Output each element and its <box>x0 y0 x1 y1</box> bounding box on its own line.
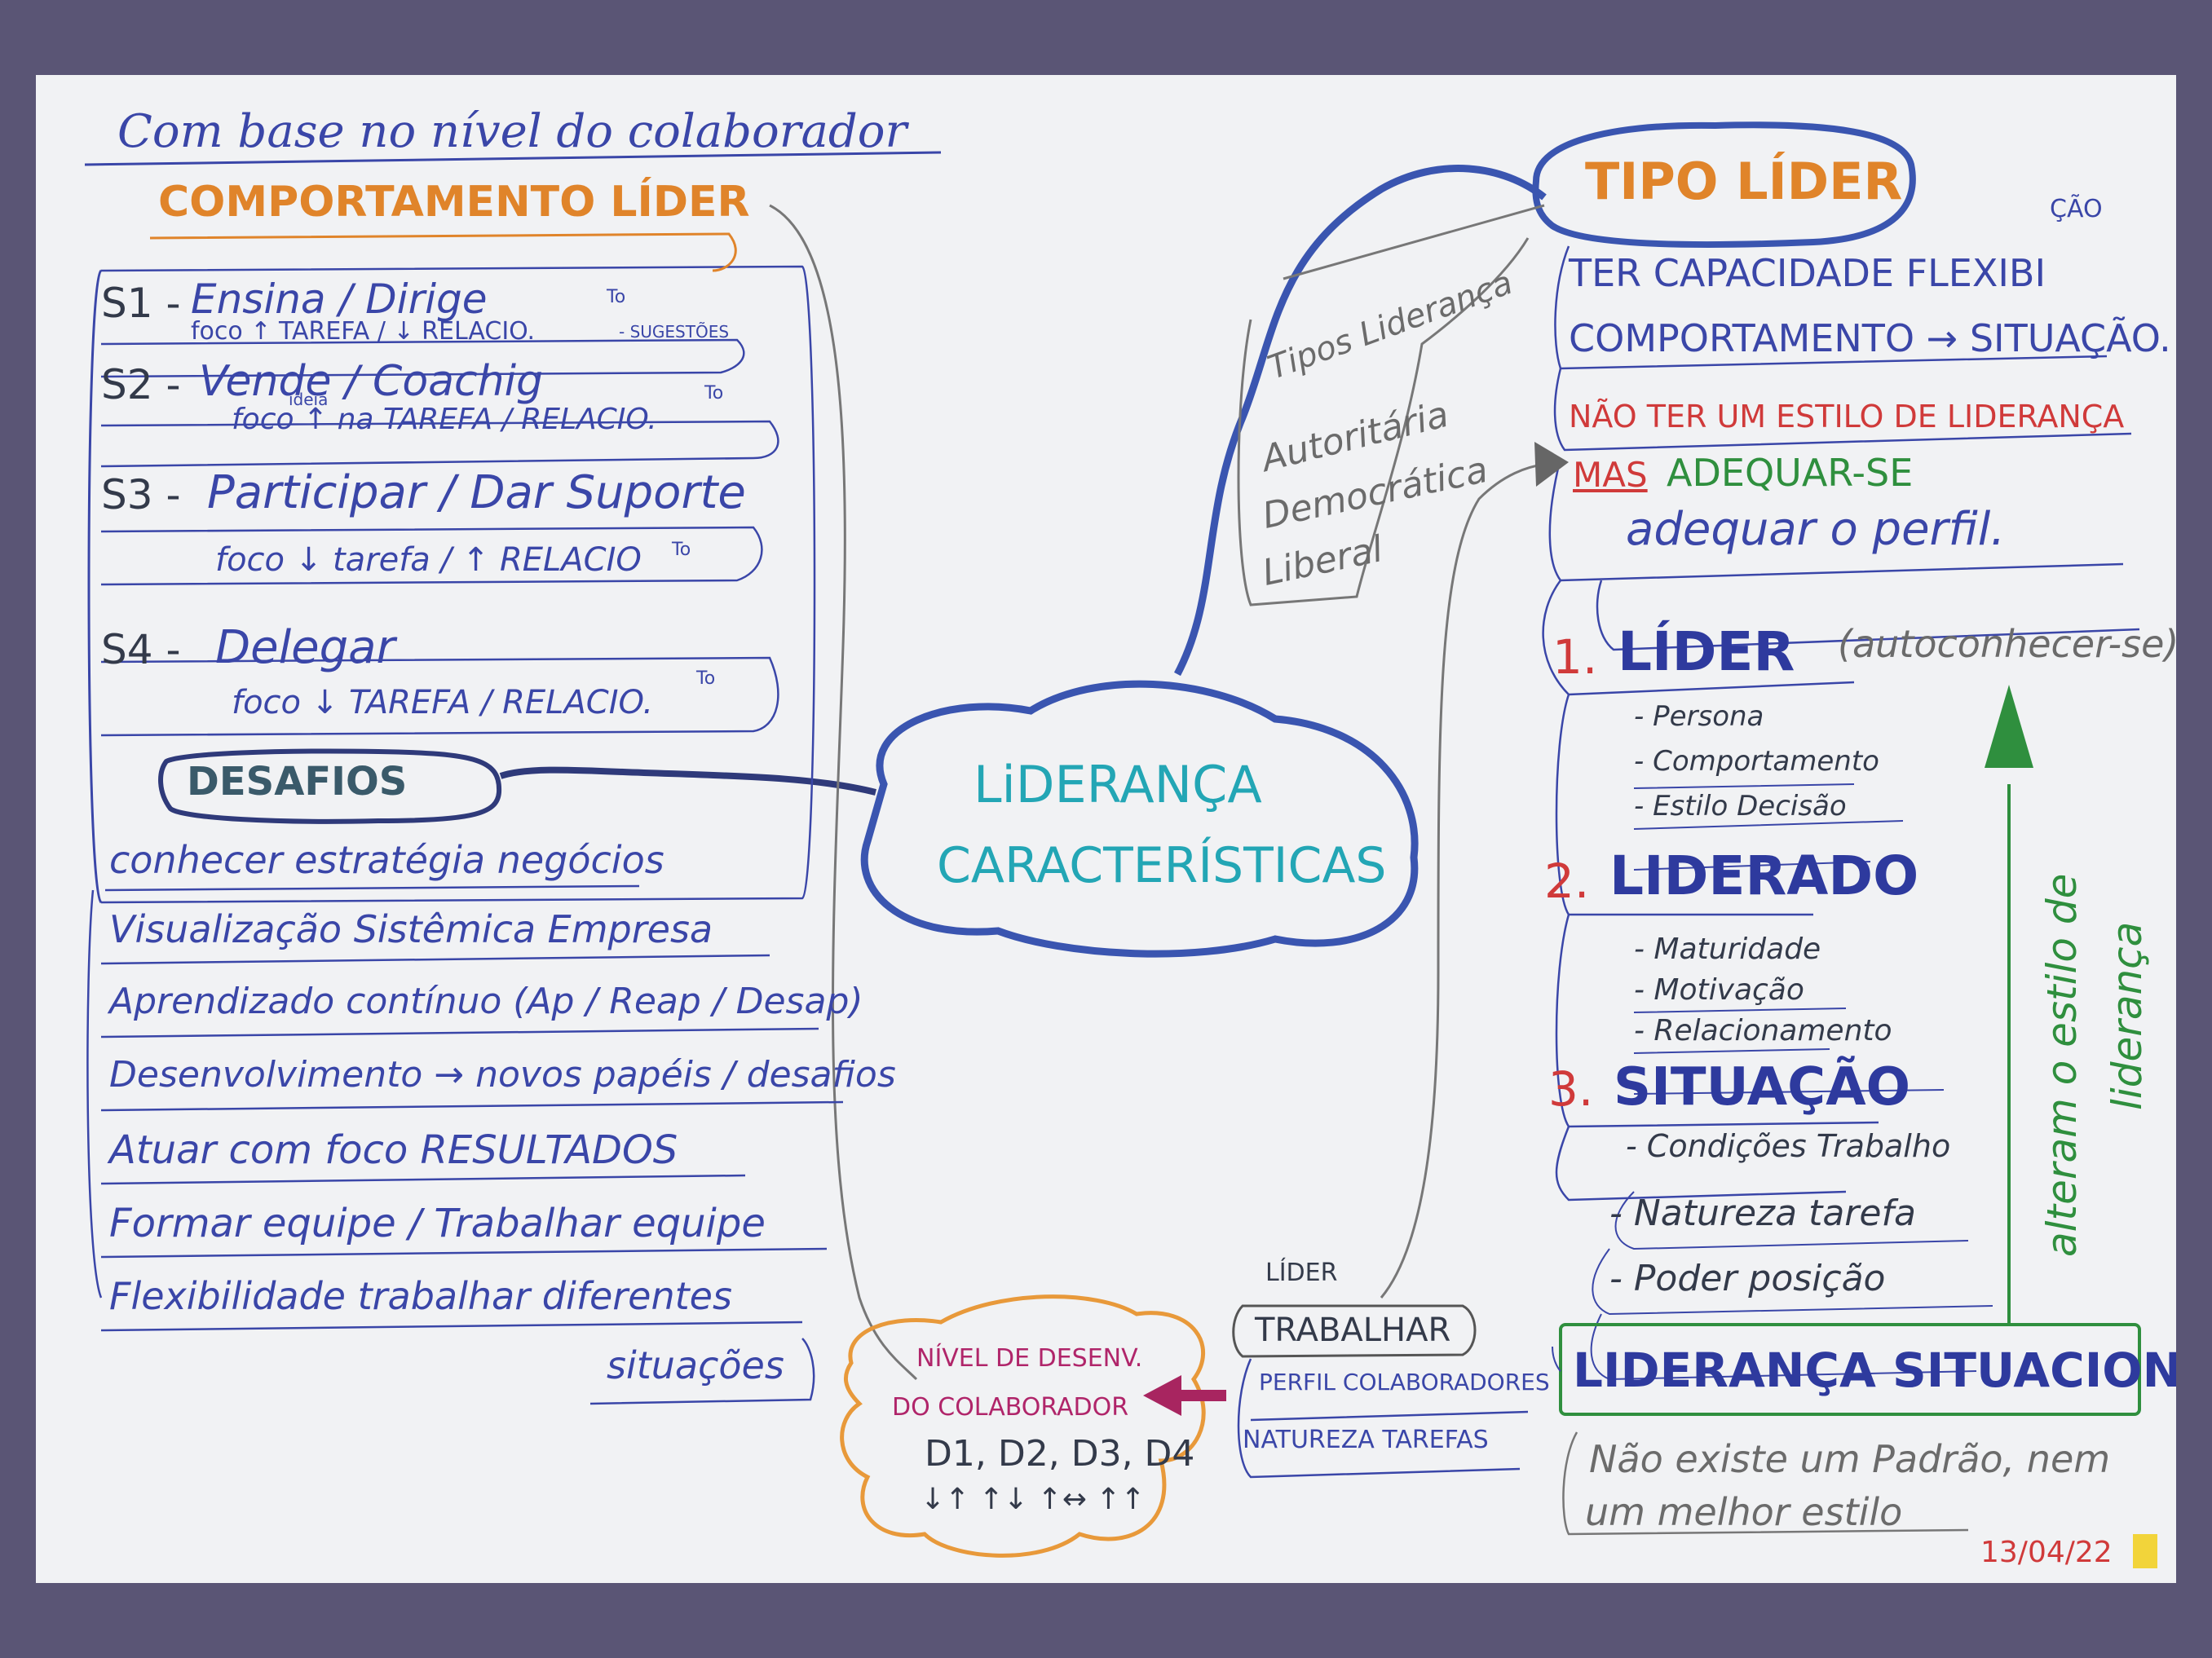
lider-label: LÍDER <box>1265 1259 1338 1287</box>
yellow-sticky-note <box>2133 1534 2157 1568</box>
factor-3-item: - Condições Trabalho <box>1626 1128 1951 1164</box>
challenge-item: Aprendizado contínuo (Ap / Reap / Desap) <box>109 981 863 1022</box>
style-s3-code: S3 - <box>101 471 181 518</box>
factor-1-num: 1. <box>1552 629 1598 685</box>
factor-2-title: LIDERADO <box>1609 844 1919 907</box>
levels-arrows: ↓↑ ↑↓ ↑↔ ↑↑ <box>921 1483 1146 1516</box>
adapt-label: ADEQUAR-SE <box>1667 451 1914 495</box>
factor-2-item: - Motivação <box>1634 973 1804 1007</box>
style-s3-sup: To <box>672 540 691 560</box>
style-s2-small: ideia <box>289 390 329 409</box>
style-s3-main: Participar / Dar Suporte <box>207 466 746 519</box>
factor-2-num: 2. <box>1544 853 1590 909</box>
not-one-style: NÃO TER UM ESTILO DE LIDERANÇA <box>1569 399 2125 434</box>
style-s1-sup: To <box>607 287 626 307</box>
center-title-line2: CARACTERÍSTICAS <box>937 837 1387 894</box>
challenge-item: Visualização Sistêmica Empresa <box>109 907 713 951</box>
connector-center-desafios <box>499 766 876 796</box>
desafios-box <box>158 748 502 824</box>
center-cloud-outline <box>860 680 1419 958</box>
challenge-item: conhecer estratégia negócios <box>109 838 664 882</box>
flex-sup: ÇÃO <box>2050 195 2103 223</box>
work-item: NATUREZA TAREFAS <box>1243 1426 1489 1454</box>
factor-3-item: - Poder posição <box>1609 1258 1886 1299</box>
style-s1-code: S1 - <box>101 280 181 327</box>
tipo-lider-oval <box>1532 121 1916 249</box>
vertical-note-line1: alteram o estilo de <box>2038 873 2086 1257</box>
magenta-arrow-head <box>1143 1375 1181 1416</box>
factor-3-num: 3. <box>1548 1061 1594 1117</box>
style-s2-code: S2 - <box>101 361 181 408</box>
trabalhar-label: TRABALHAR <box>1255 1312 1451 1349</box>
challenge-item: Atuar com foco RESULTADOS <box>109 1127 678 1173</box>
flex-line2: COMPORTAMENTO → SITUAÇÃO. <box>1569 316 2171 360</box>
adapt-profile: adequar o perfil. <box>1626 503 2006 556</box>
desafios-title: DESAFIOS <box>187 759 408 805</box>
flex-line1: TER CAPACIDADE FLEXIBI <box>1569 251 2046 295</box>
mind-map-lines <box>84 121 2157 1568</box>
challenge-item: situações <box>607 1343 784 1387</box>
style-s2-main: Vende / Coachig <box>199 357 544 406</box>
date-label: 13/04/22 <box>1980 1536 2113 1569</box>
vertical-note-line2: liderança <box>2104 921 2151 1110</box>
comportamento-lider-title: COMPORTAMENTO LÍDER <box>158 178 750 227</box>
situacional-title: LIDERANÇA SITUACIONAL <box>1573 1343 2176 1398</box>
factor-1-note: (autoconhecer-se) <box>1838 622 2176 666</box>
connector-center-tipo <box>1174 165 1547 677</box>
style-s3-sub: foco ↓ tarefa / ↑ RELACIO <box>215 541 642 579</box>
connector-comportamento-nivel <box>769 204 918 1381</box>
challenge-item: Desenvolvimento → novos papéis / desafio… <box>109 1054 896 1096</box>
style-s2-note: - SUGESTÕES <box>619 322 730 342</box>
style-s4-sub: foco ↓ TAREFA / RELACIO. <box>232 684 654 721</box>
paper-sheet: Com base no nível do colaborador COMPORT… <box>36 75 2176 1583</box>
style-s2-sup: To <box>704 383 724 403</box>
factor-2-item: - Relacionamento <box>1634 1014 1892 1047</box>
situacional-note-line2: um melhor estilo <box>1585 1490 1903 1534</box>
challenge-item: Flexibilidade trabalhar diferentes <box>109 1274 732 1318</box>
tipo-lider-title: TIPO LÍDER <box>1585 152 1903 211</box>
work-item: PERFIL COLABORADORES <box>1259 1369 1550 1396</box>
top-note: Com base no nível do colaborador <box>117 105 907 158</box>
center-title-line1: LiDERANÇA <box>974 755 1262 814</box>
nivel-title-line1: NÍVEL DE DESENV. <box>916 1344 1143 1373</box>
factor-1-item: - Comportamento <box>1634 745 1879 778</box>
factor-1-item: - Estilo Decisão <box>1634 790 1847 822</box>
nivel-title-line2: DO COLABORADOR <box>892 1393 1129 1422</box>
factor-1-item: - Persona <box>1634 700 1764 733</box>
style-s4-sup: To <box>696 668 716 689</box>
nivel-cloud-outline <box>840 1294 1206 1558</box>
style-s2-sub: foco ↑ na TAREFA / RELACIO. <box>232 403 657 436</box>
challenge-item: Formar equipe / Trabalhar equipe <box>109 1201 766 1246</box>
situacional-note-line1: Não existe um Padrão, nem <box>1589 1437 2111 1481</box>
style-s1-main: Ensina / Dirige <box>191 276 488 323</box>
factor-3-title: SITUAÇÃO <box>1614 1057 1910 1118</box>
but-label: MAS <box>1573 455 1648 495</box>
factor-2-item: - Maturidade <box>1634 933 1821 966</box>
factor-3-item: - Natureza tarefa <box>1609 1193 1916 1234</box>
green-arrow-head <box>1985 685 2033 768</box>
situacional-box <box>1559 1323 2141 1416</box>
style-s4-main: Delegar <box>215 621 395 674</box>
factor-1-title: LÍDER <box>1618 620 1795 683</box>
levels-d1-d4: D1, D2, D3, D4 <box>925 1433 1195 1475</box>
style-s4-code: S4 - <box>101 626 181 673</box>
style-s1-sub: foco ↑ TAREFA / ↓ RELACIO. <box>191 317 536 346</box>
